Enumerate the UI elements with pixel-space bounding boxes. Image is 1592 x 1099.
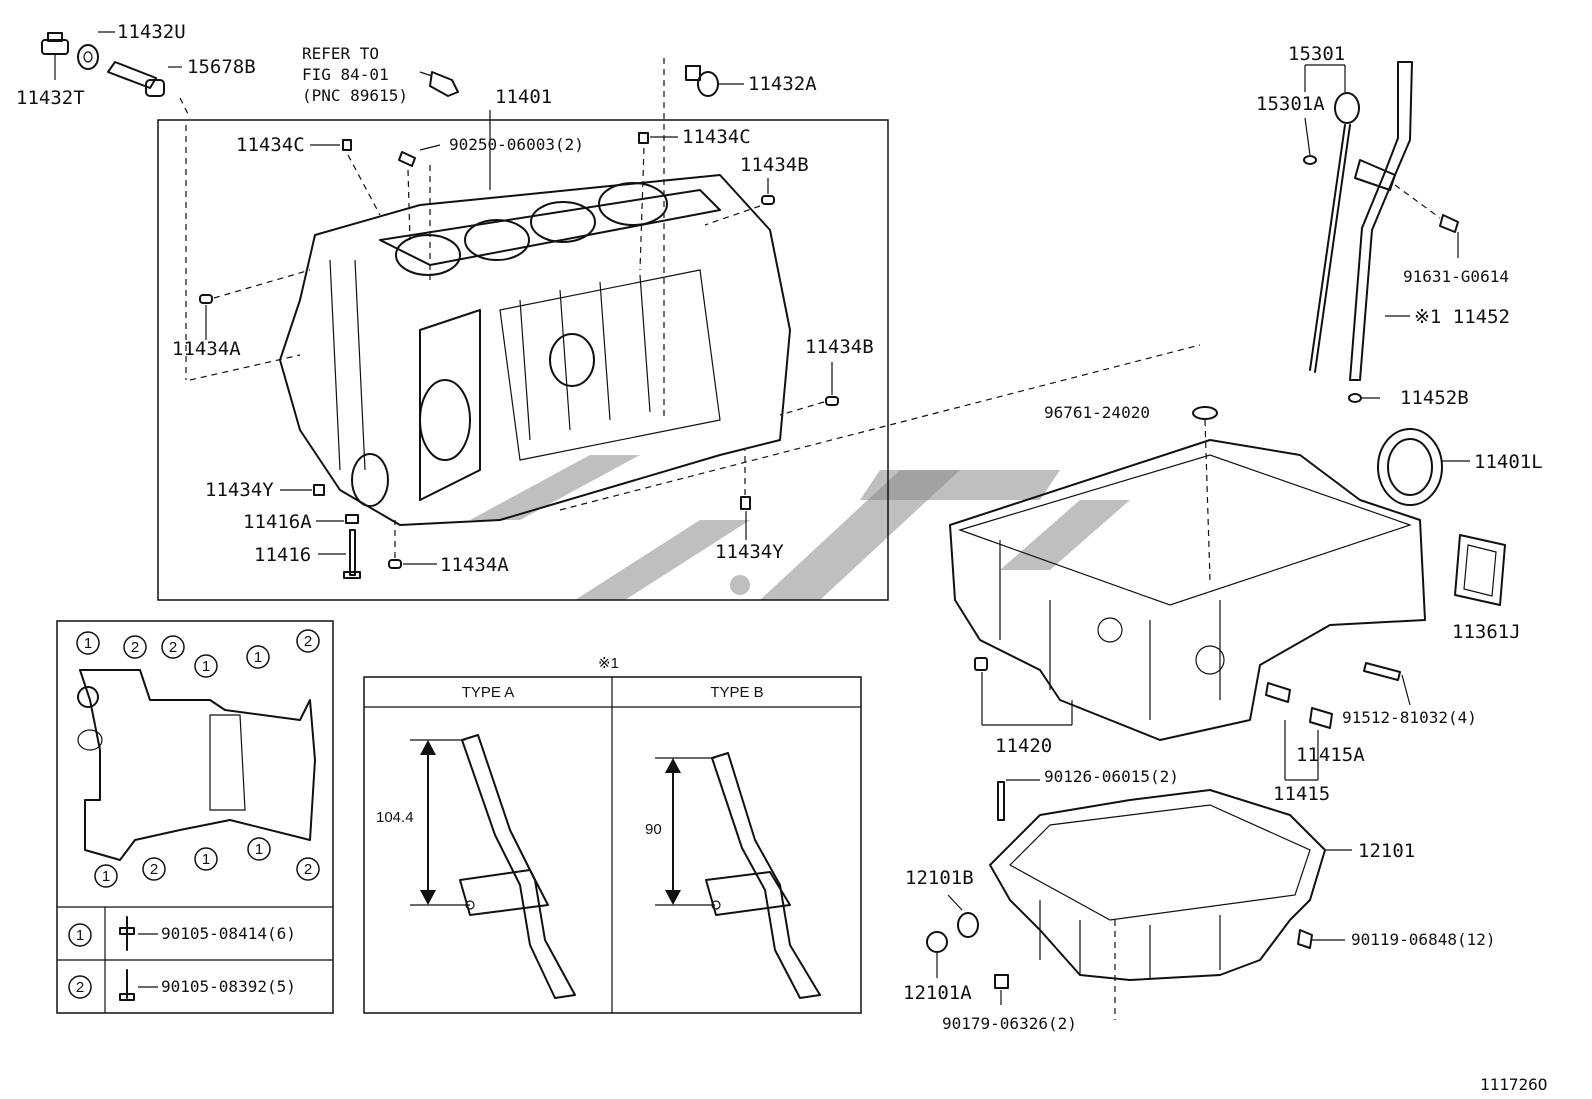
plug-11432A <box>663 58 744 420</box>
marker-2: 2 <box>123 635 147 659</box>
svg-text:2: 2 <box>76 979 84 996</box>
dipstick-guide-11452 <box>1348 61 1459 403</box>
marker-2: 2 <box>296 857 320 881</box>
label-11415: 11415 <box>1273 783 1330 805</box>
block-plugs <box>189 132 1201 579</box>
plug-11432T <box>41 32 69 80</box>
label-90179-06326: 90179-06326(2) <box>942 1014 1077 1033</box>
label-90119-06848: 90119-06848(12) <box>1351 930 1496 949</box>
label-refer-fig: FIG 84-01 <box>302 65 389 84</box>
label-15678B: 15678B <box>187 56 256 78</box>
svg-text:1: 1 <box>202 658 210 675</box>
svg-text:2: 2 <box>304 861 312 878</box>
label-11416A: 11416A <box>243 511 312 533</box>
svg-text:1: 1 <box>76 927 84 944</box>
label-90250-06003: 90250-06003(2) <box>449 135 584 154</box>
label-11420: 11420 <box>995 735 1052 757</box>
marker-1: 1 <box>94 864 118 888</box>
label-12101: 12101 <box>1358 840 1415 862</box>
label-11401L: 11401L <box>1474 451 1543 473</box>
type-comparison-panel <box>363 676 862 1014</box>
label-11361J: 11361J <box>1452 621 1521 643</box>
fitting-15678B <box>107 61 191 380</box>
cylinder-block-11401 <box>279 174 791 526</box>
label-11432A: 11432A <box>748 73 817 95</box>
watermark-logo <box>470 455 1130 600</box>
label-12101B: 12101B <box>905 867 974 889</box>
dipstick-15301 <box>1303 64 1360 373</box>
label-91631-G0614: 91631-G0614 <box>1403 267 1509 286</box>
label-11434B-top: 11434B <box>740 154 809 176</box>
label-11452B: 11452B <box>1400 387 1469 409</box>
type-b-dimension: 90 <box>645 821 662 838</box>
type-b-header: TYPE B <box>710 684 763 701</box>
svg-text:2: 2 <box>150 861 158 878</box>
type-note-mark: ※1 <box>598 655 619 672</box>
type-a-header: TYPE A <box>462 684 515 701</box>
label-12101A: 12101A <box>903 982 972 1004</box>
part-labels: 11432U 11432T 15678B REFER TO FIG 84-01 … <box>16 21 1547 1094</box>
svg-text:1: 1 <box>84 635 92 652</box>
label-refer-to: REFER TO <box>302 44 379 63</box>
label-11434C-left: 11434C <box>236 134 305 156</box>
label-11416: 11416 <box>254 544 311 566</box>
label-11432T: 11432T <box>16 87 85 109</box>
marker-2: 2 <box>296 629 320 653</box>
gasket-11432U <box>77 31 115 70</box>
label-11452: ※1 11452 <box>1414 306 1510 328</box>
legend-marker-1: 1 <box>68 923 92 947</box>
label-refer-pnc: (PNC 89615) <box>302 86 408 105</box>
marker-2: 2 <box>142 857 166 881</box>
sensor-ref <box>419 71 459 97</box>
gasket-11361J <box>1454 534 1506 606</box>
oil-pan-12101 <box>926 779 1352 1020</box>
label-11434Y-right: 11434Y <box>715 541 784 563</box>
svg-text:2: 2 <box>169 639 177 656</box>
type-a-dimension: 104.4 <box>376 809 414 826</box>
oil-seal-11401L <box>1377 428 1470 506</box>
svg-text:2: 2 <box>131 639 139 656</box>
marker-1: 1 <box>194 654 218 678</box>
fittings-11415 <box>1265 662 1411 781</box>
legend-marker-2: 2 <box>68 975 92 999</box>
label-11432U: 11432U <box>117 21 186 43</box>
label-11434Y-left: 11434Y <box>205 479 274 501</box>
legend-bolt-1-icon <box>119 916 158 951</box>
label-96761-24020: 96761-24020 <box>1044 403 1150 422</box>
label-90126-06015: 90126-06015(2) <box>1044 767 1179 786</box>
label-15301: 15301 <box>1288 43 1345 65</box>
legend-bolt-1-label: 90105-08414(6) <box>161 924 296 943</box>
label-15301A: 15301A <box>1256 93 1325 115</box>
label-11434A-bottom: 11434A <box>440 554 509 576</box>
bolt-pattern-panel <box>56 620 334 1014</box>
svg-text:1: 1 <box>202 851 210 868</box>
marker-2: 2 <box>161 635 185 659</box>
svg-text:1: 1 <box>255 841 263 858</box>
label-11415A: 11415A <box>1296 744 1365 766</box>
label-11434A-left: 11434A <box>172 338 241 360</box>
marker-1: 1 <box>194 847 218 871</box>
label-91512-81032: 91512-81032(4) <box>1342 708 1477 727</box>
label-11401: 11401 <box>495 86 552 108</box>
label-11434C-right: 11434C <box>682 126 751 148</box>
marker-1: 1 <box>247 837 271 861</box>
svg-text:1: 1 <box>254 649 262 666</box>
marker-1: 1 <box>76 631 100 655</box>
bolt-markers: 1 2 2 1 1 2 1 2 1 1 2 1 2 <box>68 629 320 1001</box>
svg-text:2: 2 <box>304 633 312 650</box>
label-11434B-right: 11434B <box>805 336 874 358</box>
svg-text:1: 1 <box>102 868 110 885</box>
crankcase-11420 <box>949 406 1426 741</box>
marker-1: 1 <box>246 645 270 669</box>
illustration-ref-number: 111726O <box>1480 1075 1547 1094</box>
cylinder-block-frame <box>157 119 889 601</box>
legend-bolt-2-label: 90105-08392(5) <box>161 977 296 996</box>
legend-bolt-2-icon <box>119 969 158 1001</box>
